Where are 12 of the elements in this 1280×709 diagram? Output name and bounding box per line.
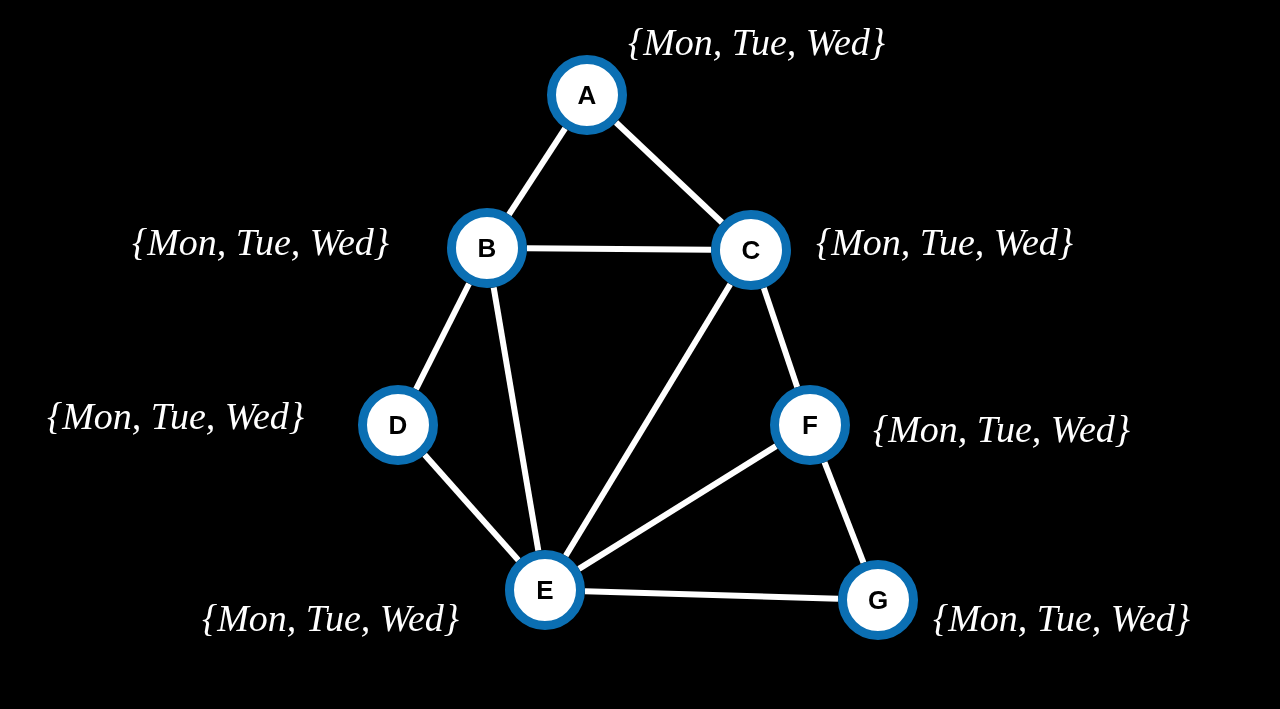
edge-line: [422, 452, 521, 563]
node-annotation: {Mon, Tue, Wed}: [132, 220, 389, 265]
node-annotation: {Mon, Tue, Wed}: [47, 394, 304, 439]
node-annotation: {Mon, Tue, Wed}: [816, 220, 1073, 265]
edge-line: [526, 245, 712, 253]
edge-line: [614, 120, 724, 225]
edge-line: [584, 588, 839, 602]
edge-line: [490, 286, 542, 552]
node-annotation: {Mon, Tue, Wed}: [933, 596, 1190, 641]
node-annotation: {Mon, Tue, Wed}: [202, 596, 459, 641]
node-annotation: {Mon, Tue, Wed}: [873, 407, 1130, 452]
node-annotation: {Mon, Tue, Wed}: [628, 20, 885, 65]
